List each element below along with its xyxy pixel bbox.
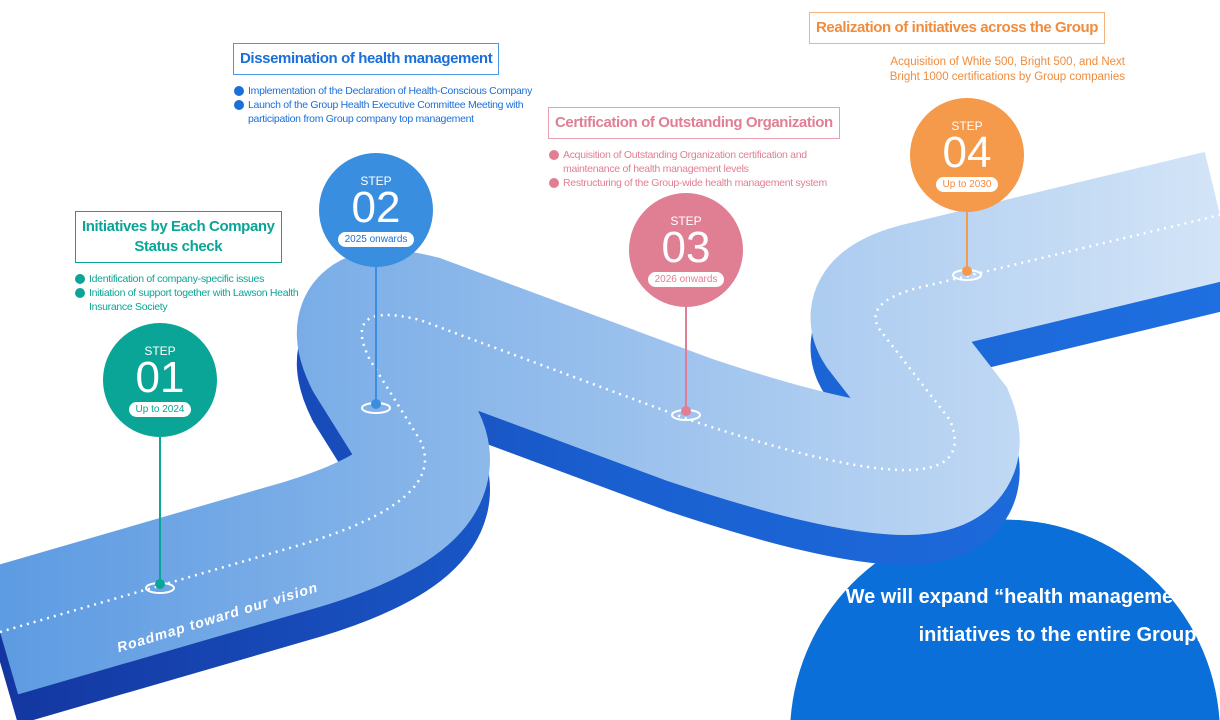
- step3-pin: STEP 03 2026 onwards: [629, 193, 743, 307]
- step-number: 03: [661, 223, 711, 272]
- title-line: Initiatives by Each Company: [82, 218, 275, 235]
- step1-title: Initiatives by Each Company Status check: [75, 211, 282, 263]
- step2-title: Dissemination of health management: [233, 43, 500, 75]
- message-line: initiatives to the entire Group.: [918, 624, 1202, 646]
- step2-pin: STEP 02 2025 onwards: [319, 153, 433, 267]
- subtext-line: Acquisition of White 500, Bright 500, an…: [890, 56, 1125, 68]
- step-label: STEP: [144, 344, 176, 358]
- subtext-line: Bright 1000 certifications by Group comp…: [889, 71, 1125, 83]
- list-item: Implementation of the Declaration of Hea…: [234, 84, 534, 98]
- list-item: Identification of company-specific issue…: [75, 272, 337, 286]
- step4-subtext: Acquisition of White 500, Bright 500, an…: [890, 55, 1125, 85]
- step-period: 2025 onwards: [337, 232, 415, 247]
- step-number: 01: [135, 353, 185, 402]
- vision-circle: [790, 519, 1220, 720]
- step3-items: Acquisition of Outstanding Organization …: [549, 148, 861, 190]
- list-item: Acquisition of Outstanding Organization …: [549, 148, 861, 176]
- message-line: We will expand “health management”: [845, 586, 1202, 608]
- step3-title: Certification of Outstanding Organizatio…: [548, 107, 840, 139]
- step-label: STEP: [360, 174, 392, 188]
- step-label: STEP: [670, 214, 702, 228]
- list-item: Initiation of support together with Laws…: [75, 286, 337, 314]
- title-line: Dissemination of health management: [240, 50, 493, 67]
- list-item: Restructuring of the Group-wide health m…: [549, 176, 861, 190]
- step-period: 2026 onwards: [647, 272, 725, 287]
- step-period: Up to 2030: [935, 177, 999, 192]
- step-number: 04: [942, 128, 992, 177]
- step-label: STEP: [951, 119, 983, 133]
- list-item: Launch of the Group Health Executive Com…: [234, 98, 534, 126]
- step2-items: Implementation of the Declaration of Hea…: [234, 84, 534, 126]
- title-line: Certification of Outstanding Organizatio…: [555, 114, 833, 131]
- step4-pin: STEP 04 Up to 2030: [910, 98, 1024, 212]
- step1-items: Identification of company-specific issue…: [75, 272, 337, 314]
- step4-title: Realization of initiatives across the Gr…: [809, 12, 1106, 44]
- vision-message: We will expand “health management” initi…: [846, 578, 1202, 654]
- step-period: Up to 2024: [128, 402, 192, 417]
- step1-pin: STEP 01 Up to 2024: [103, 323, 217, 437]
- title-line: Status check: [134, 238, 223, 255]
- step-number: 02: [351, 183, 401, 232]
- pin-stems: [145, 205, 982, 594]
- road-centerline: [0, 213, 1220, 634]
- title-line: Realization of initiatives across the Gr…: [816, 19, 1099, 36]
